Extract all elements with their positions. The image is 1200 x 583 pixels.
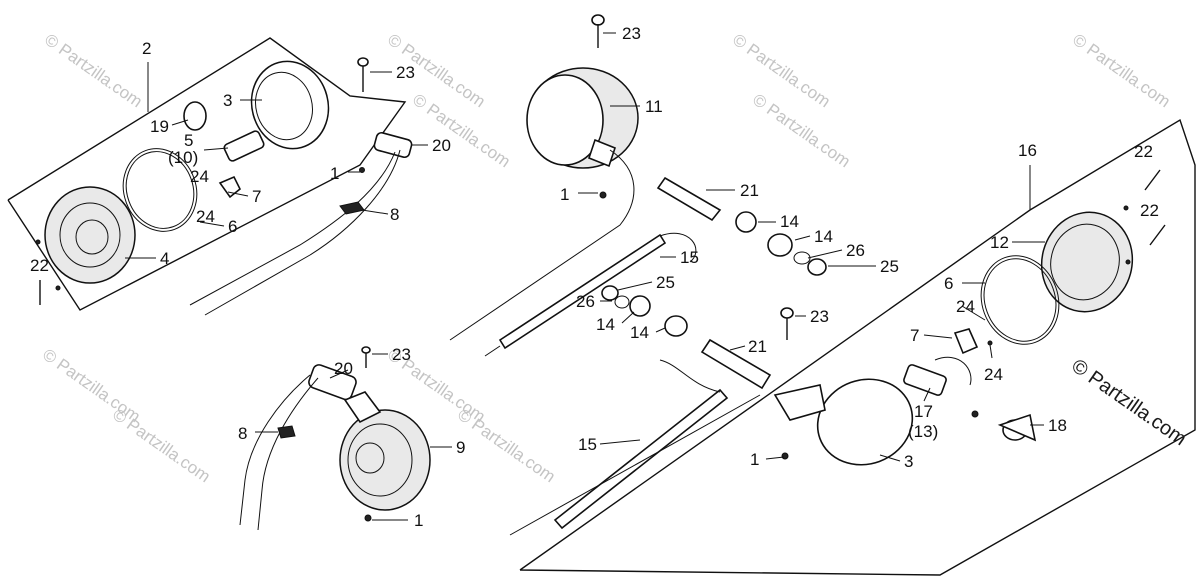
callout-2: 2	[142, 39, 152, 58]
callout-23: 23	[622, 24, 641, 43]
callout-25: 25	[880, 257, 899, 276]
callout-24: 24	[196, 207, 215, 226]
callout-24: 24	[956, 297, 975, 316]
callout-4: 4	[160, 249, 170, 268]
callout-22: 22	[1134, 142, 1153, 161]
callout-21: 21	[748, 337, 767, 356]
callout-26: 26	[576, 292, 595, 311]
callout-10: (10)	[168, 148, 199, 167]
callout-3: 3	[223, 91, 233, 110]
callout-14: 14	[814, 227, 833, 246]
callout-13: (13)	[908, 422, 939, 441]
callout-1: 1	[414, 511, 424, 530]
callout-23: 23	[396, 63, 415, 82]
callout-24: 24	[984, 365, 1003, 384]
left-rear-turn-signal	[239, 346, 431, 531]
callout-5: 5	[184, 131, 194, 150]
center-turn-signal-parts	[449, 14, 827, 536]
callout-21: 21	[740, 181, 759, 200]
callout-24: 24	[190, 167, 209, 186]
callout-9: 9	[456, 438, 466, 457]
callout-1: 1	[330, 164, 340, 183]
callout-8: 8	[238, 424, 248, 443]
callout-23: 23	[392, 345, 411, 364]
callout-14: 14	[596, 315, 615, 334]
callout-8: 8	[390, 205, 400, 224]
callout-25: 25	[656, 273, 675, 292]
callout-22: 22	[1140, 201, 1159, 220]
callout-7: 7	[910, 326, 920, 345]
callout-18: 18	[1048, 416, 1067, 435]
callout-12: 12	[990, 233, 1009, 252]
callout-3: 3	[904, 452, 914, 471]
callout-26: 26	[846, 241, 865, 260]
right-turn-signal-assembly	[519, 118, 1196, 576]
callout-11: 11	[645, 97, 663, 116]
callout-6: 6	[944, 274, 954, 293]
callout-7: 7	[252, 187, 262, 206]
callout-15: 15	[578, 435, 597, 454]
callout-14: 14	[630, 323, 649, 342]
callout-20: 20	[334, 359, 353, 378]
callout-6: 6	[228, 217, 238, 236]
callout-14: 14	[780, 212, 799, 231]
callout-19: 19	[150, 117, 169, 136]
callout-22: 22	[30, 256, 49, 275]
callout-leaders	[125, 32, 1045, 521]
callout-17: 17	[914, 402, 933, 421]
left-front-turn-signal-assembly	[7, 37, 413, 316]
callout-20: 20	[432, 136, 451, 155]
callout-1: 1	[560, 185, 570, 204]
callout-16: 16	[1018, 141, 1037, 160]
callout-15: 15	[680, 248, 699, 267]
callout-23: 23	[810, 307, 829, 326]
callout-1: 1	[750, 450, 760, 469]
